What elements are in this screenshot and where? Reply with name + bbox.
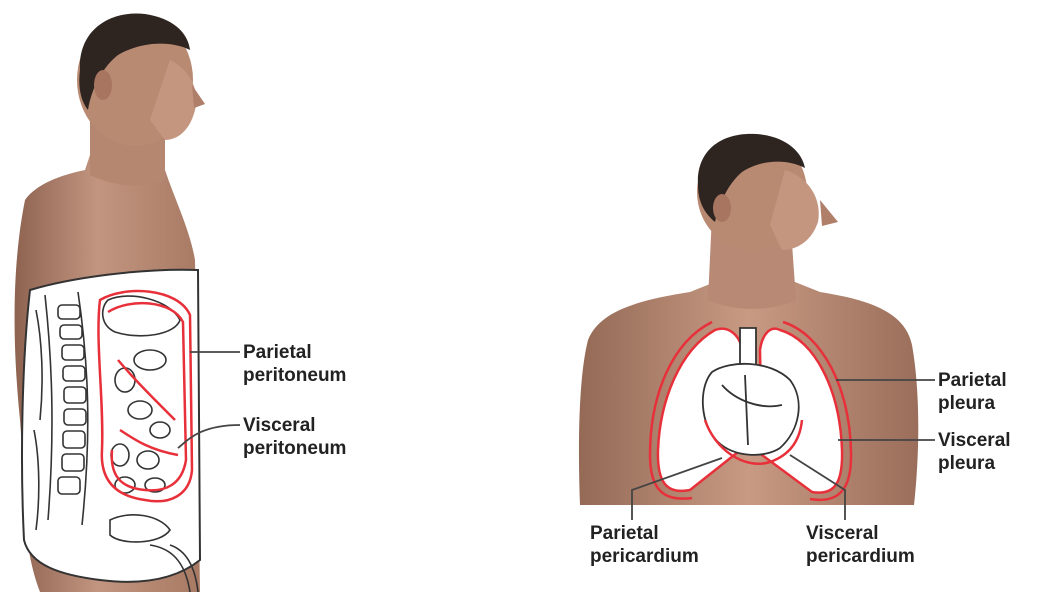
label-visceral-pericardium: Visceral pericardium: [806, 522, 915, 568]
label-visceral-peritoneum-line2: peritoneum: [243, 437, 346, 460]
right-figure: [579, 134, 918, 505]
label-visceral-pleura: Visceral pleura: [938, 429, 1011, 475]
label-visceral-pericardium-line1: Visceral: [806, 522, 915, 545]
label-visceral-pericardium-line2: pericardium: [806, 545, 915, 568]
label-parietal-pleura-line1: Parietal: [938, 369, 1007, 392]
label-visceral-pleura-line2: pleura: [938, 452, 1011, 475]
label-parietal-pericardium: Parietal pericardium: [590, 522, 699, 568]
label-parietal-pleura-line2: pleura: [938, 392, 1007, 415]
label-visceral-peritoneum: Visceral peritoneum: [243, 414, 346, 460]
label-parietal-peritoneum: Parietal peritoneum: [243, 341, 346, 387]
label-visceral-peritoneum-line1: Visceral: [243, 414, 346, 437]
label-parietal-pericardium-line2: pericardium: [590, 545, 699, 568]
right-ear: [713, 194, 731, 222]
label-parietal-peritoneum-line2: peritoneum: [243, 364, 346, 387]
left-ear: [94, 70, 112, 100]
label-visceral-pleura-line1: Visceral: [938, 429, 1011, 452]
left-nose: [192, 85, 205, 108]
right-nose: [820, 200, 838, 226]
label-parietal-pericardium-line1: Parietal: [590, 522, 699, 545]
label-parietal-peritoneum-line1: Parietal: [243, 341, 346, 364]
label-parietal-pleura: Parietal pleura: [938, 369, 1007, 415]
left-figure: [15, 13, 205, 592]
